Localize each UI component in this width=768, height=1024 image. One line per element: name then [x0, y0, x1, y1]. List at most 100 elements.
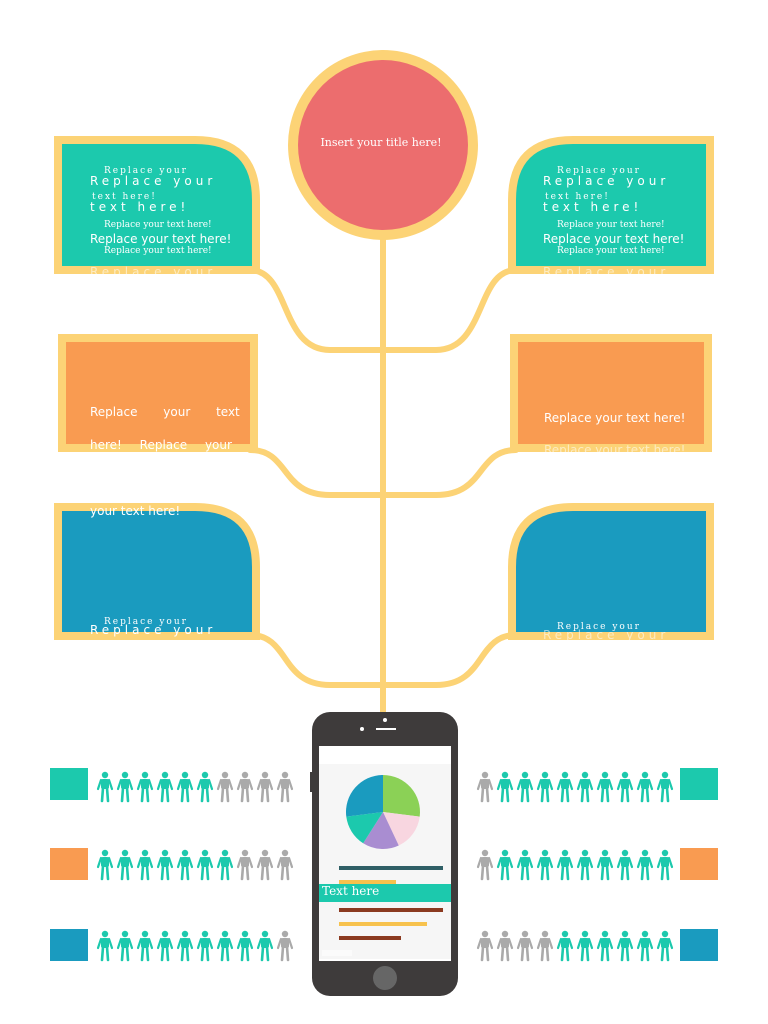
person-icon — [256, 771, 274, 803]
person-icon — [536, 849, 554, 881]
phone-camera-icon — [383, 718, 387, 722]
teal-right-big-line: Replace your text here! — [543, 232, 685, 246]
phone-home-button — [373, 966, 397, 990]
blue-leaf-right — [508, 503, 714, 640]
person-icon — [476, 930, 494, 962]
phone — [310, 712, 458, 996]
phone-pie-chart — [346, 775, 421, 849]
person-icon — [576, 771, 594, 803]
teal-left-small-top: Replace your — [104, 166, 188, 176]
phone-bar-5 — [339, 936, 401, 940]
orange-box-left — [58, 334, 258, 452]
phone-footer-mark — [322, 950, 352, 956]
person-icon — [136, 849, 154, 881]
person-icon — [196, 849, 214, 881]
pie-slice-4 — [346, 812, 383, 844]
person-icon — [156, 849, 174, 881]
phone-sensor-icon — [360, 727, 364, 731]
phone-side-button — [310, 772, 313, 792]
person-icon — [136, 930, 154, 962]
person-icon — [236, 930, 254, 962]
person-icon — [176, 771, 194, 803]
person-icon — [616, 930, 634, 962]
phone-bar-list — [339, 866, 443, 940]
phone-text-label: Text here — [322, 884, 380, 898]
teal-right-big-mid: text here! — [543, 200, 643, 214]
pie-slice-2 — [383, 812, 420, 846]
teal-left-big-line: Replace your text here! — [90, 232, 232, 246]
orange-right-line1: Replace your text here! — [544, 411, 686, 425]
person-icon — [516, 849, 534, 881]
person-icon — [216, 930, 234, 962]
person-icon — [596, 849, 614, 881]
teal-right-big-top: Replace your — [543, 174, 670, 188]
teal-right-small-top: Replace your — [557, 166, 641, 176]
teal-leaf-right — [508, 136, 714, 274]
pie-slice-1 — [383, 775, 421, 817]
teal-right-small-line: Replace your text here! — [557, 220, 665, 230]
teal-left-big-top: Replace your — [90, 174, 217, 188]
person-icon — [616, 771, 634, 803]
person-icon — [496, 849, 514, 881]
phone-bar-1 — [339, 866, 443, 870]
phone-bar-2 — [339, 880, 396, 884]
person-icon — [116, 930, 134, 962]
teal-left-small-line2: Replace your text here! — [104, 246, 212, 256]
legend-square — [680, 929, 718, 961]
blue-right-big: Replace your — [543, 628, 670, 642]
connector-lines — [247, 225, 519, 715]
blue-right-small: Replace your — [557, 622, 641, 632]
blue-leaf-left — [54, 503, 260, 640]
teal-left-overflow: Replace your — [90, 265, 217, 279]
person-icon — [156, 771, 174, 803]
orange-right-line2: Replace your text here! — [544, 443, 686, 457]
person-icon — [656, 849, 674, 881]
blue-left-big: Replace your — [90, 623, 217, 637]
branch-middle — [247, 447, 519, 498]
legend-square — [680, 768, 718, 800]
teal-left-small-line: Replace your text here! — [104, 220, 212, 230]
teal-left-small-mid: text here! — [92, 192, 157, 202]
person-icon — [236, 771, 254, 803]
teal-left-big-mid: text here! — [90, 200, 190, 214]
legend-square — [50, 768, 88, 800]
pie-slice-5 — [346, 775, 383, 817]
person-icon — [196, 771, 214, 803]
person-icon — [256, 849, 274, 881]
page-title: Insert your title here! — [320, 136, 442, 149]
phone-label-band — [319, 884, 451, 902]
person-icon — [516, 930, 534, 962]
orange-left-line1: Replace your text — [90, 405, 240, 419]
phone-bar-3 — [339, 908, 443, 912]
person-icon — [576, 930, 594, 962]
person-icon — [276, 849, 294, 881]
orange-left-line3: your text here! — [90, 504, 181, 518]
person-icon — [556, 771, 574, 803]
person-icon — [556, 930, 574, 962]
person-icon — [616, 849, 634, 881]
person-icon — [476, 849, 494, 881]
person-icon — [656, 771, 674, 803]
legend-square — [680, 848, 718, 880]
person-icon — [276, 930, 294, 962]
person-icon — [176, 849, 194, 881]
legend-squares — [50, 768, 718, 961]
person-icon — [496, 771, 514, 803]
person-icon — [196, 930, 214, 962]
teal-right-small-mid: text here! — [545, 192, 610, 202]
person-icon — [556, 849, 574, 881]
person-icon — [216, 849, 234, 881]
branch-bottom — [247, 632, 519, 688]
person-icon — [636, 930, 654, 962]
person-icon — [596, 771, 614, 803]
person-icon — [636, 771, 654, 803]
person-icon — [136, 771, 154, 803]
blue-left-small: Replace your — [104, 617, 188, 627]
people-rows — [96, 771, 674, 962]
legend-square — [50, 848, 88, 880]
person-icon — [256, 930, 274, 962]
person-icon — [536, 771, 554, 803]
phone-bar-4 — [339, 922, 427, 926]
teal-leaf-left — [54, 136, 260, 274]
